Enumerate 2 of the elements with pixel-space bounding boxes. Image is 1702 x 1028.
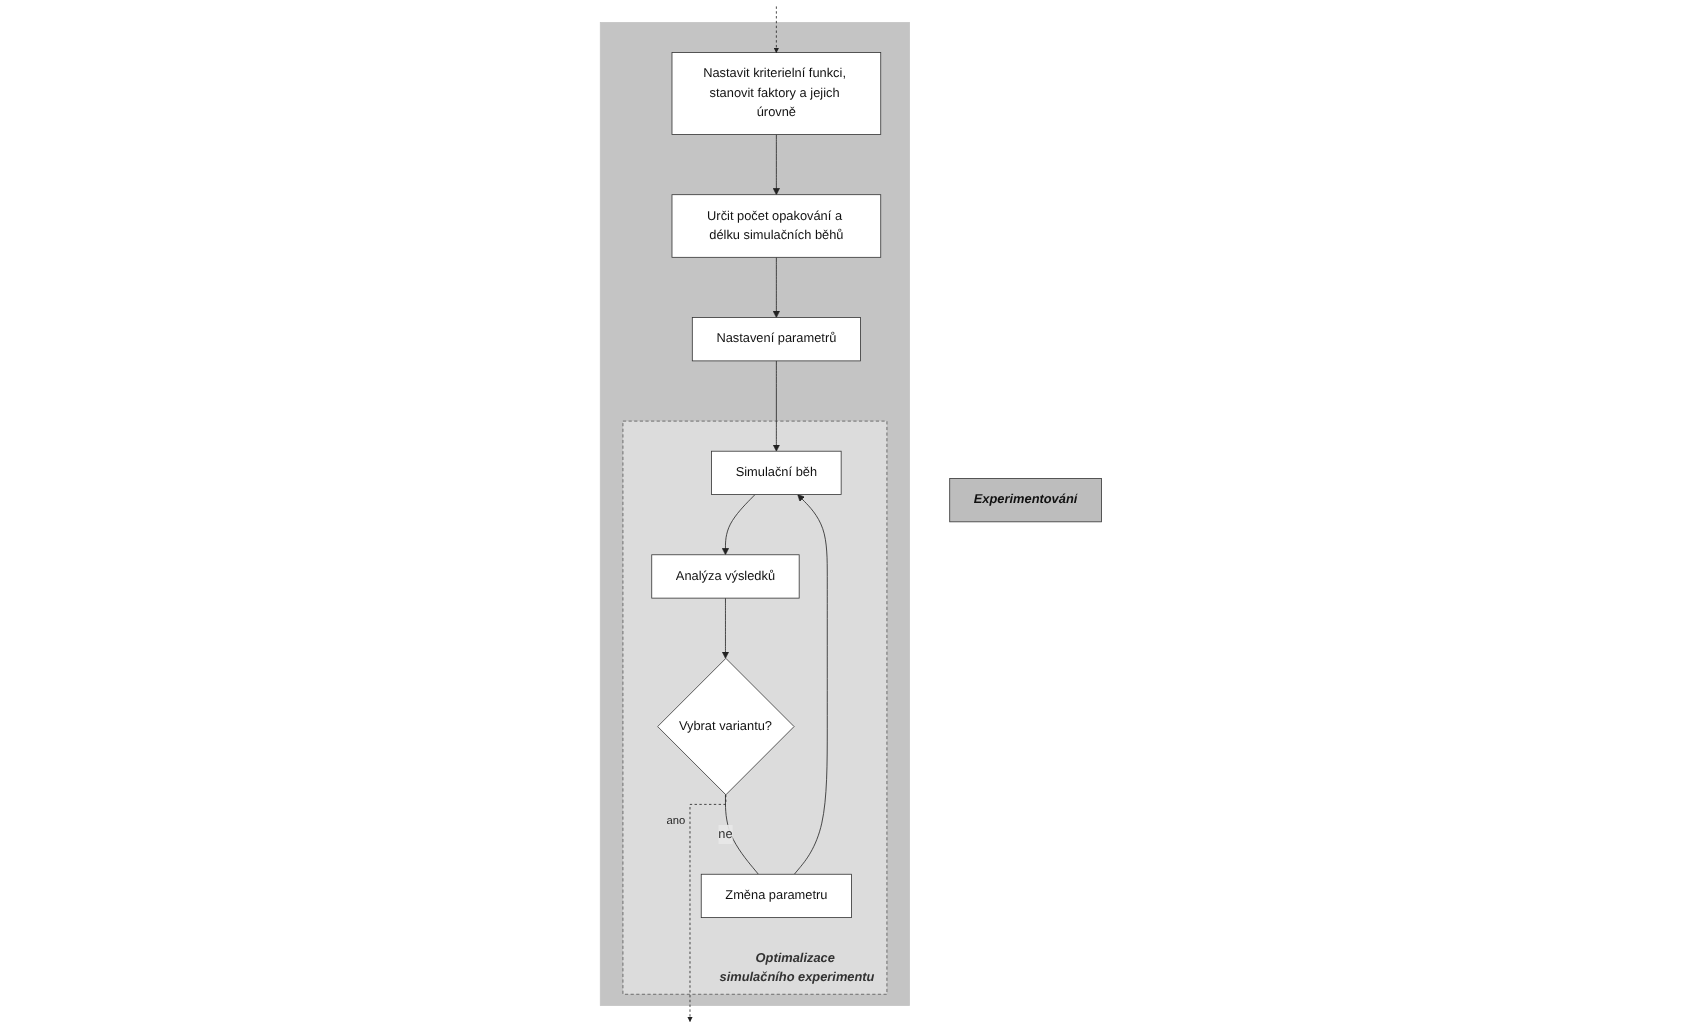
connector bbox=[725, 794, 759, 875]
cluster bbox=[600, 22, 911, 1006]
